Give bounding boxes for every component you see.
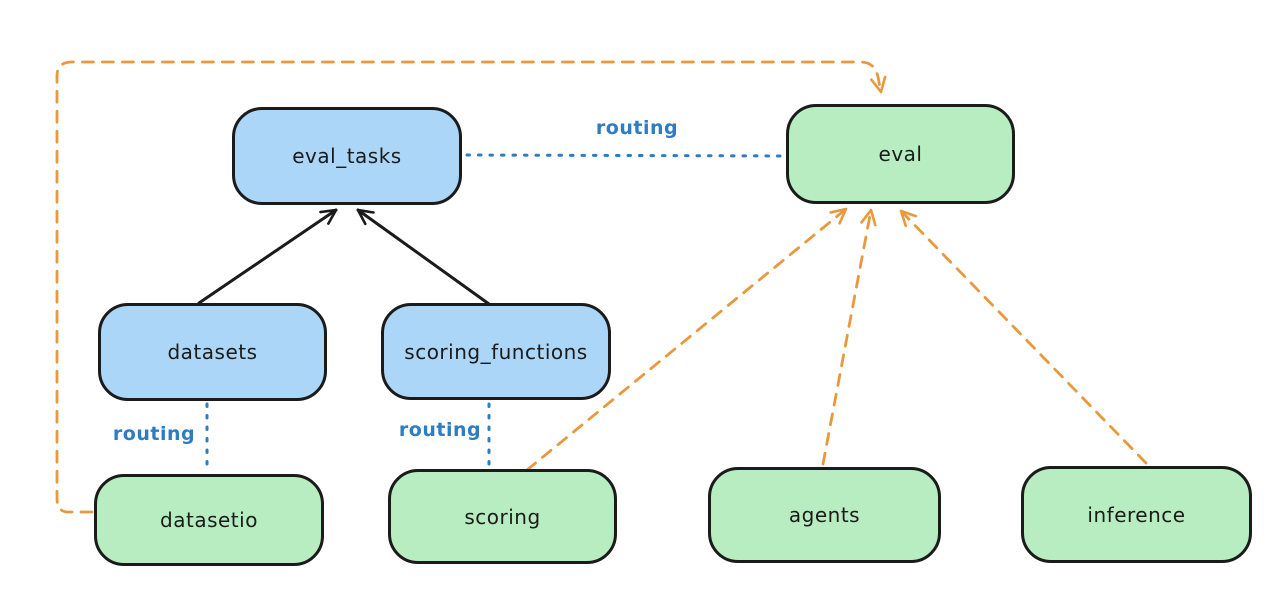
routing-label-scoring-functions-scoring: routing [398, 419, 482, 441]
edge-eval-tasks-to-eval-routing [465, 153, 789, 158]
edge-datasetio-to-eval [55, 60, 887, 514]
node-inference-label: inference [1087, 502, 1186, 527]
node-datasets-label: datasets [167, 340, 258, 364]
node-eval-tasks: eval_tasks [232, 107, 462, 205]
node-scoring: scoring [388, 469, 617, 564]
edge-scoring-to-eval [525, 207, 848, 472]
node-scoring-functions: scoring_functions [381, 303, 611, 400]
node-datasets: datasets [98, 303, 327, 401]
node-agents: agents [708, 467, 941, 563]
node-datasetio: datasetio [94, 474, 324, 566]
node-eval: eval [786, 104, 1015, 204]
edge-scoring-functions-to-eval-tasks [356, 208, 491, 306]
node-inference: inference [1021, 466, 1252, 563]
routing-label-datasets-datasetio: routing [112, 423, 196, 445]
node-scoring-label: scoring [464, 504, 541, 529]
node-eval-tasks-label: eval_tasks [292, 144, 402, 168]
routing-label-eval-tasks-eval: routing [595, 117, 679, 139]
node-datasetio-label: datasetio [160, 508, 258, 532]
edge-datasets-to-eval-tasks [197, 208, 338, 305]
node-eval-label: eval [878, 142, 923, 166]
node-scoring-functions-label: scoring_functions [404, 339, 588, 364]
node-agents-label: agents [788, 503, 861, 527]
edge-agents-to-eval [821, 208, 877, 466]
edge-inference-to-eval [899, 209, 1148, 465]
